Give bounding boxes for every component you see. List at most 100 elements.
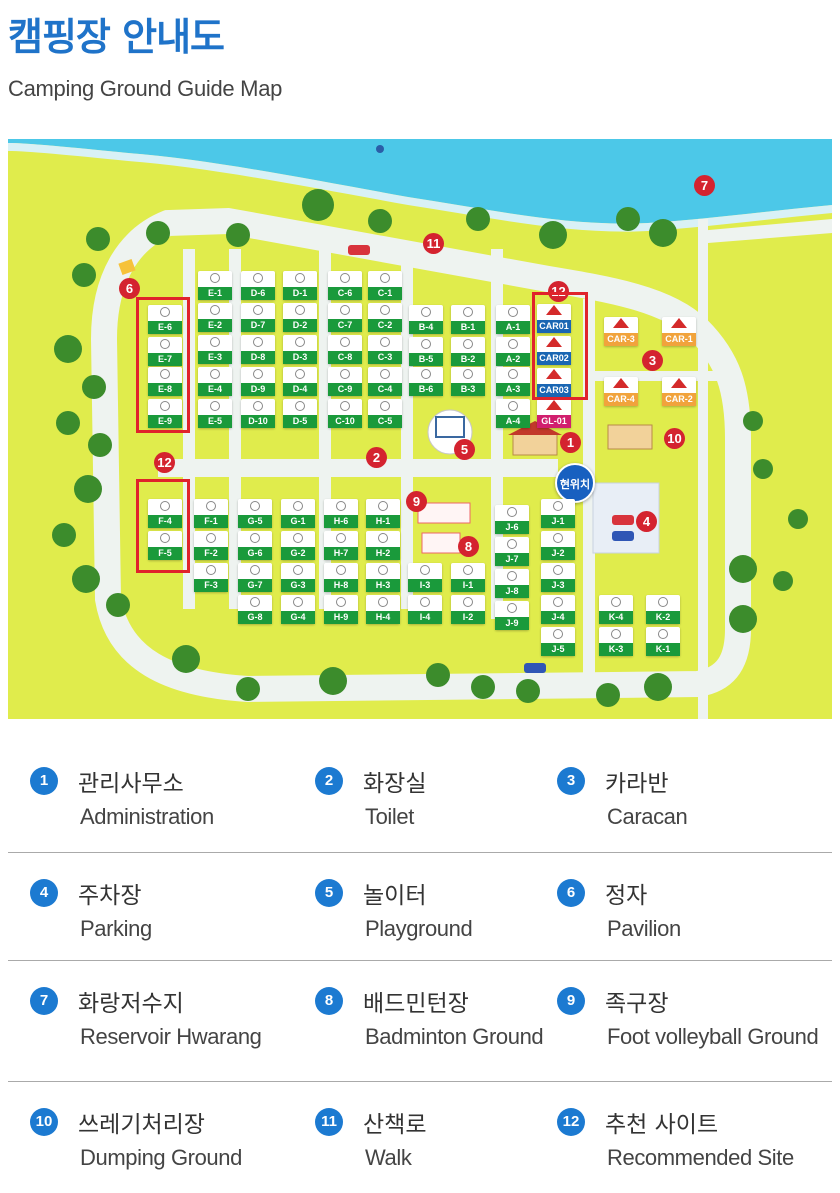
site-marker-icon [293,533,303,543]
site-label: E-4 [198,383,232,396]
legend-item-5: 5 놀이터 Playground [315,852,585,952]
site-marker-icon [340,369,350,379]
legend-label-ko: 산책로 [363,1112,427,1138]
site-marker-icon [421,339,431,349]
site-marker-icon [253,305,263,315]
site-marker-icon [553,565,563,575]
site-marker-icon [420,597,430,607]
campsite-f-2: F-2 [194,531,228,560]
site-marker-icon [421,369,431,379]
campsite-b-3: B-3 [451,367,485,396]
site-label: C-9 [328,383,362,396]
site-label: D-9 [241,383,275,396]
site-marker-icon [336,565,346,575]
site-marker-icon [378,565,388,575]
campsite-k-4: K-4 [599,595,633,624]
campsite-i-2: I-2 [451,595,485,624]
site-marker-icon [508,369,518,379]
campsite-e-9: E-9 [148,399,182,428]
legend-divider [8,960,832,961]
site-marker-icon [463,565,473,575]
site-marker-icon [206,501,216,511]
campsite-f-3: F-3 [194,563,228,592]
site-label: CAR02 [537,352,571,365]
site-marker-icon [293,501,303,511]
campsite-a-1: A-1 [496,305,530,334]
site-label: C-2 [368,319,402,332]
campsite-f-1: F-1 [194,499,228,528]
campsite-h-6: H-6 [324,499,358,528]
marker-11: 11 [423,233,444,254]
legend-label-en: Walk [365,1145,412,1170]
site-marker-icon [658,629,668,639]
campsite-c-9: C-9 [328,367,362,396]
legend-item-11: 11 산책로 Walk [315,1081,585,1181]
campsite-h-4: H-4 [366,595,400,624]
campsite-e-2: E-2 [198,303,232,332]
site-marker-icon [295,305,305,315]
site-marker-icon [160,501,170,511]
campsite-b-1: B-1 [451,305,485,334]
site-marker-icon [553,501,563,511]
legend-number-badge: 7 [30,987,58,1015]
site-marker-icon [250,501,260,511]
site-label: E-2 [198,319,232,332]
legend-label-ko: 놀이터 [363,883,427,909]
site-marker-icon [160,369,170,379]
legend-item-2: 2 화장실 Toilet [315,740,585,840]
site-label: J-3 [541,579,575,592]
pavilion-icon [118,258,136,276]
campsite-g-1: G-1 [281,499,315,528]
legend-number-badge: 6 [557,879,585,907]
site-marker-icon [340,305,350,315]
legend-item-7: 7 화랑저수지 Reservoir Hwarang [30,960,300,1060]
site-label: D-6 [241,287,275,300]
campsite-j-7: J-7 [495,537,529,566]
campsite-i-1: I-1 [451,563,485,592]
campsite-d-8: D-8 [241,335,275,364]
legend-label-ko: 쓰레기처리장 [78,1112,205,1138]
marker-7: 7 [694,175,715,196]
you-are-here-badge: 현위치 [555,463,595,503]
campsite-d-1: D-1 [283,271,317,300]
tent-icon [613,378,629,388]
site-marker-icon [553,597,563,607]
campsite-g-4: G-4 [281,595,315,624]
site-label: B-4 [409,321,443,334]
campsite-j-9: J-9 [495,601,529,630]
campsite-g-7: G-7 [238,563,272,592]
site-marker-icon [507,571,517,581]
site-label: J-4 [541,611,575,624]
site-marker-icon [380,337,390,347]
site-marker-icon [340,273,350,283]
volleyball-court [417,502,471,524]
site-label: H-4 [366,611,400,624]
site-marker-icon [507,539,517,549]
campsite-d-10: D-10 [241,399,275,428]
car-icon [612,531,634,541]
campsite-i-3: I-3 [408,563,442,592]
legend-item-4: 4 주차장 Parking [30,852,300,952]
site-label: H-6 [324,515,358,528]
campsite-c-8: C-8 [328,335,362,364]
site-marker-icon [210,401,220,411]
marker-3: 3 [642,350,663,371]
tent-icon [546,305,562,315]
site-marker-icon [336,533,346,543]
site-label: H-3 [366,579,400,592]
site-marker-icon [210,273,220,283]
site-label: F-4 [148,515,182,528]
legend-label-en: Dumping Ground [80,1145,242,1170]
site-label: J-9 [495,617,529,630]
car-icon [524,663,546,673]
campsite-b-2: B-2 [451,337,485,366]
tent-icon [613,318,629,328]
site-marker-icon [293,565,303,575]
legend-label-ko: 관리사무소 [78,771,184,797]
campsite-a-4: A-4 [496,399,530,428]
legend-item-6: 6 정자 Pavilion [557,852,827,952]
site-marker-icon [253,337,263,347]
campsite-g-5: G-5 [238,499,272,528]
site-marker-icon [250,565,260,575]
